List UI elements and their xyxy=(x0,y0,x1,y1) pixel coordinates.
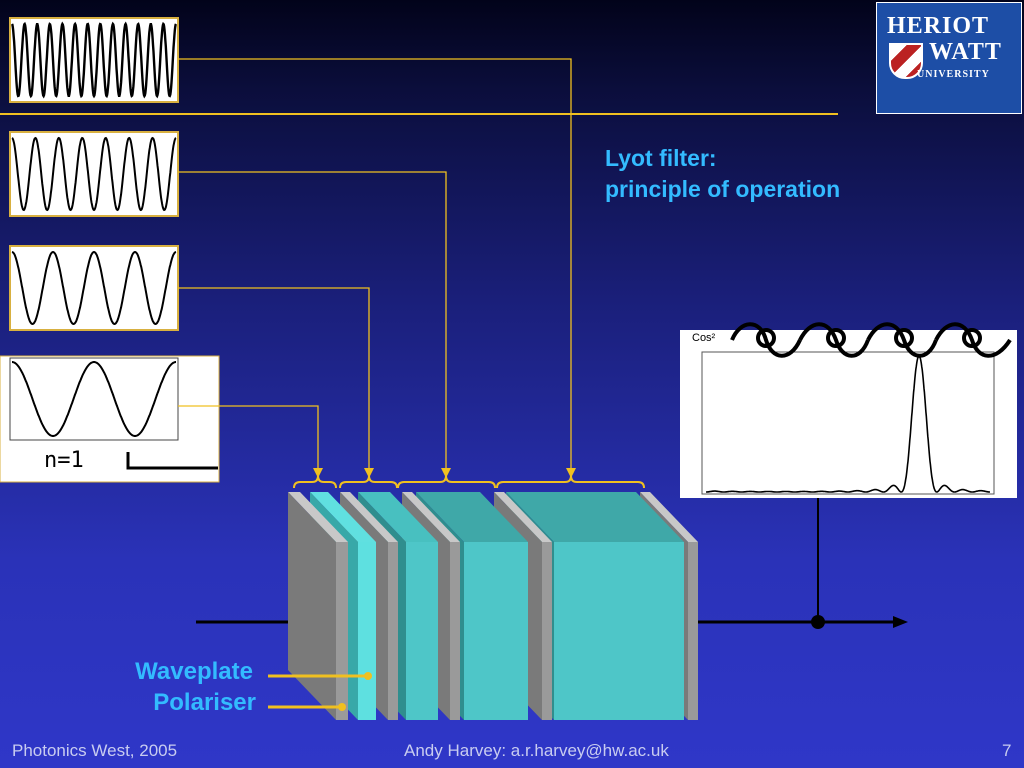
footer-left: Photonics West, 2005 xyxy=(12,741,178,760)
crystal-2-front xyxy=(406,542,438,720)
footer-center: Andy Harvey: a.r.harvey@hw.ac.uk xyxy=(404,741,669,760)
polariser-4-top xyxy=(494,492,552,542)
polariser-label: Polariser xyxy=(153,689,256,716)
polariser-5-front xyxy=(688,542,698,720)
transmission-curve xyxy=(706,355,990,493)
brace-3 xyxy=(397,475,496,489)
arrow-1 xyxy=(566,468,576,478)
n1-marker xyxy=(126,452,218,470)
connector-3 xyxy=(178,287,370,470)
logo-line2: WATT xyxy=(929,39,1002,65)
crystal-4-top xyxy=(506,492,684,542)
polariser-3-top xyxy=(402,492,460,542)
footer-page-number: 7 xyxy=(1002,741,1012,760)
brace-1 xyxy=(293,475,337,489)
crystal-3-top xyxy=(416,492,528,542)
crystal-1-front xyxy=(358,542,376,720)
logo-line1: HERIOT xyxy=(887,13,990,39)
cosine-wave-n-1 xyxy=(12,361,176,437)
polariser-1-top xyxy=(288,492,348,542)
n-label: n=1 xyxy=(44,448,84,473)
polariser-5-top xyxy=(640,492,698,542)
waveplate-label: Waveplate xyxy=(135,658,253,685)
cosine-panel-4 xyxy=(0,355,220,483)
crest-icon xyxy=(889,43,923,79)
connector-1 xyxy=(178,58,572,470)
connector-2 xyxy=(178,171,447,470)
transmission-panel xyxy=(680,330,1017,498)
cosine-wave-n-4 xyxy=(11,136,177,212)
cos-terms xyxy=(730,322,1012,358)
polariser-3-front xyxy=(450,542,460,720)
crystal-1-top xyxy=(310,492,376,542)
polariser-1-front xyxy=(336,542,348,720)
cos-label: Cos² xyxy=(692,332,716,344)
title-line1: Lyot filter: xyxy=(605,145,717,171)
brace-4 xyxy=(496,475,645,489)
cosine-panel-2 xyxy=(9,131,179,217)
cosine-wave-n-2 xyxy=(11,250,177,326)
university-logo: HERIOT WATT UNIVERSITY xyxy=(876,2,1022,114)
cosine-panel-3 xyxy=(9,245,179,331)
cosine-panel-4-frame xyxy=(9,357,179,441)
cosine-wave-n-8 xyxy=(10,21,178,99)
polariser-pointer-dot xyxy=(338,703,346,711)
logo-line3: UNIVERSITY xyxy=(917,69,990,80)
polariser-4-front xyxy=(542,542,552,720)
crystal-3-front xyxy=(464,542,528,720)
slide-title: Lyot filter: principle of operation xyxy=(605,143,840,205)
polariser-2-top xyxy=(340,492,398,542)
transmission-plot-frame xyxy=(701,351,995,495)
crystal-2-top xyxy=(358,492,438,542)
polariser-2-front xyxy=(388,542,398,720)
header-rule xyxy=(0,113,838,115)
arrow-4 xyxy=(313,468,323,478)
arrow-3 xyxy=(364,468,374,478)
waveplate-pointer-dot xyxy=(364,672,372,680)
title-line2: principle of operation xyxy=(605,176,841,202)
axis-arrowhead xyxy=(893,616,908,628)
connector-4 xyxy=(178,405,319,470)
polariser-1-side xyxy=(288,492,336,720)
brace-2 xyxy=(339,475,398,489)
arrow-2 xyxy=(441,468,451,478)
crystal-4-front xyxy=(554,542,684,720)
